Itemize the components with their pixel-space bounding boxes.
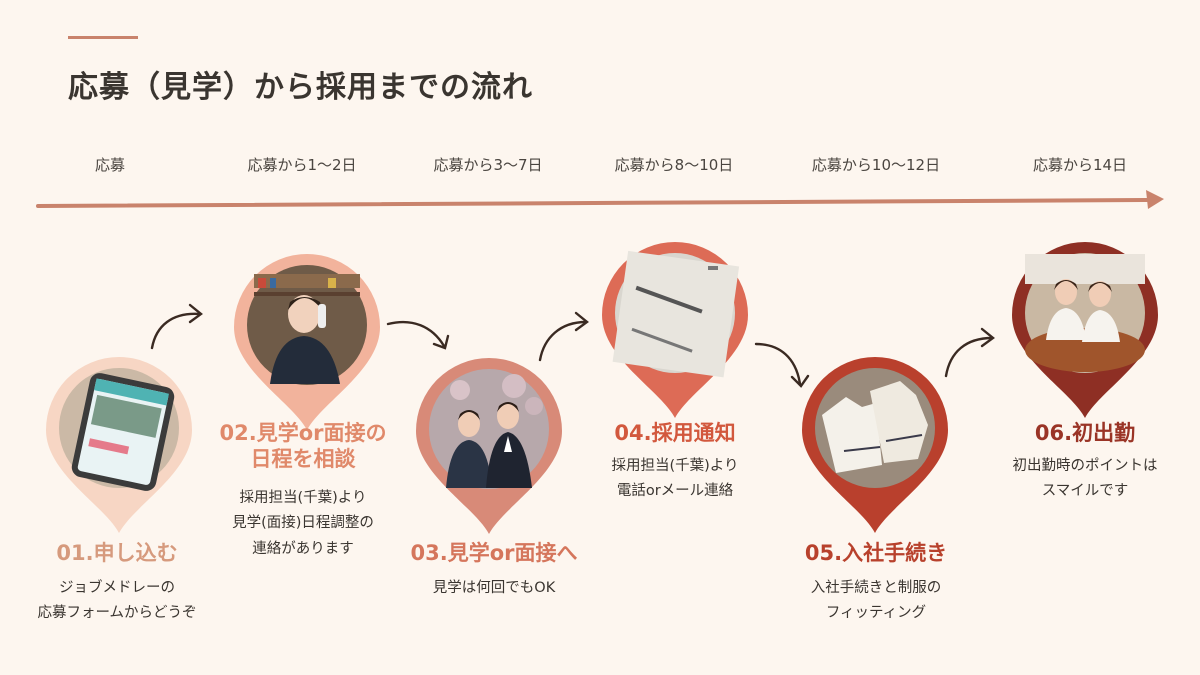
timeline-label-2: 応募から1〜2日 — [247, 156, 357, 174]
connector-arrow-4-head — [790, 374, 810, 388]
smiling-staff-photo — [1025, 254, 1145, 372]
connector-arrow-3 — [538, 320, 588, 362]
timeline-label-6: 応募から14日 — [1032, 156, 1128, 174]
step-2-desc-line-3: 連絡があります — [252, 540, 354, 557]
step-1-desc-line-2: 応募フォームからどうぞ — [37, 605, 197, 622]
step-6-pin — [1010, 240, 1160, 420]
timeline-arrow — [36, 190, 1164, 209]
step-2-desc: 採用担当(千葉)より 見学(面接)日程調整の 連絡があります — [232, 486, 374, 562]
step-2-title: 02.見学or面接の 日程を相談 — [220, 420, 387, 473]
step-4-title: 04.採用通知 — [614, 421, 736, 445]
uniform-photo — [822, 381, 928, 473]
step-6-desc: 初出勤時のポイントは スマイルです — [1013, 454, 1158, 505]
step-3-desc: 見学は何回でもOK — [433, 576, 555, 601]
step-1-desc-line-1: ジョブメドレーの — [58, 580, 175, 596]
title-accent-line — [68, 36, 138, 39]
step-5-pin — [800, 355, 950, 535]
step-5-desc-line-2: フィッティング — [825, 605, 927, 622]
step-5-title: 05.入社手続き — [804, 541, 948, 565]
step-3-desc-line-1: 見学は何回でもOK — [432, 580, 556, 596]
step-1-desc: ジョブメドレーの 応募フォームからどうぞ — [37, 576, 196, 627]
step-4-desc-line-1: 採用担当(千葉)より — [611, 458, 739, 474]
connector-arrow-2 — [386, 320, 446, 348]
step-6-desc-line-1: 初出勤時のポイントは — [1012, 458, 1158, 474]
phone-app-photo — [71, 373, 175, 491]
connector-arrow-1-head — [188, 303, 203, 324]
step-4-pin — [600, 240, 750, 420]
step-3-pin — [414, 356, 564, 536]
connector-arrow-3-head — [574, 311, 589, 332]
step-4-desc: 採用担当(千葉)より 電話orメール連絡 — [611, 454, 738, 505]
connector-arrow-1 — [150, 312, 202, 350]
step-2-desc-line-1: 採用担当(千葉)より — [239, 490, 367, 506]
connector-arrow-2-head — [432, 334, 450, 350]
connector-arrow-4 — [754, 342, 802, 386]
staff-duo-photo — [446, 374, 543, 488]
step-3-title: 03.見学or面接へ — [410, 541, 578, 565]
step-6-title: 06.初出勤 — [1034, 421, 1136, 445]
timeline-label-3: 応募から3〜7日 — [433, 156, 543, 174]
connector-arrow-5-head — [980, 327, 995, 348]
step-6-desc-line-2: スマイルです — [1041, 483, 1129, 500]
step-1-pin — [44, 355, 194, 535]
timeline-label-4: 応募から8〜10日 — [614, 156, 734, 174]
step-4-desc-line-2: 電話orメール連絡 — [616, 483, 734, 500]
staff-on-phone-photo — [254, 274, 360, 384]
step-2-desc-line-2: 見学(面接)日程調整の — [232, 515, 374, 532]
offer-letter-photo — [612, 250, 740, 378]
step-2-pin — [232, 252, 382, 432]
step-2-title-line-1: 02.見学or面接の — [219, 421, 387, 445]
step-5-desc: 入社手続きと制服の フィッティング — [811, 576, 942, 627]
connector-arrow-5 — [944, 336, 994, 378]
step-1-title: 01.申し込む — [56, 541, 178, 565]
step-5-desc-line-1: 入社手続きと制服の — [810, 580, 942, 596]
timeline-label-5: 応募から10〜12日 — [811, 156, 941, 174]
step-2-title-line-2: 日程を相談 — [250, 447, 356, 472]
timeline-label-1: 応募 — [94, 156, 126, 174]
page-title: 応募（見学）から採用までの流れ — [68, 70, 533, 105]
